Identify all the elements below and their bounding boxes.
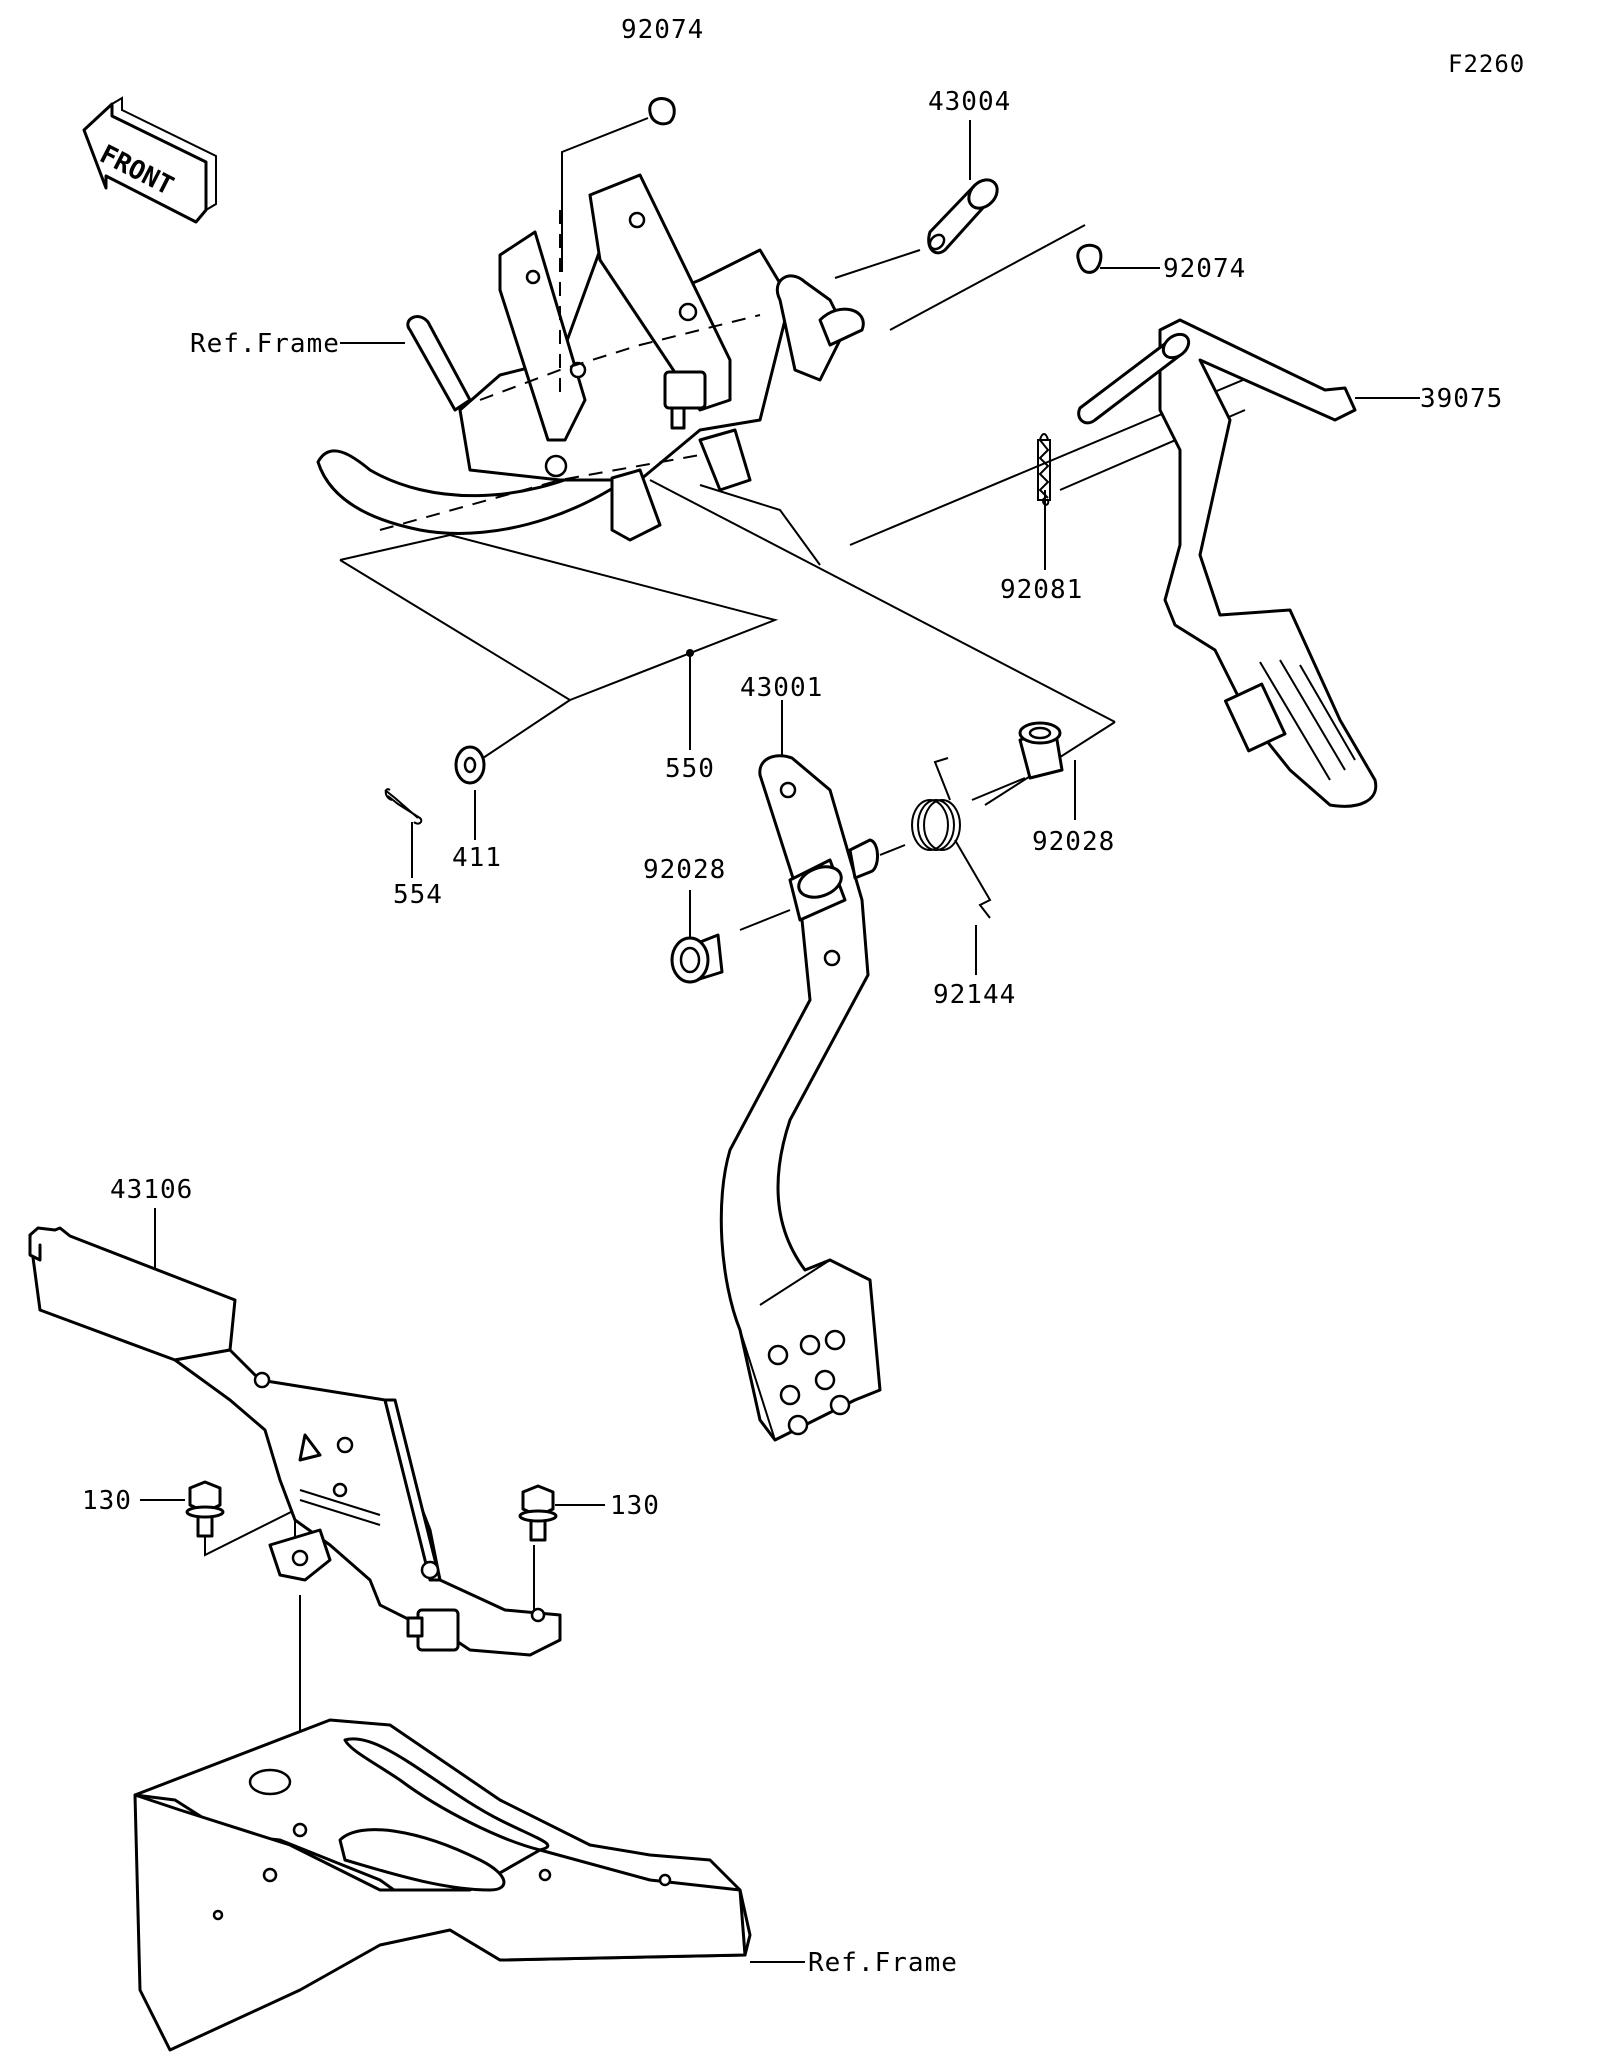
- pin-43004: [927, 178, 999, 255]
- label-92074-right: 92074: [1163, 254, 1246, 284]
- lower-frame: [133, 1718, 752, 2052]
- brake-pedal-43001: [719, 754, 882, 1442]
- label-92074-top: 92074: [621, 15, 704, 45]
- label-130-left: 130: [82, 1486, 132, 1516]
- accelerator-pedal-39075: [1077, 318, 1378, 808]
- label-92028-right: 92028: [1032, 827, 1115, 857]
- spring-92081: [1037, 433, 1051, 506]
- front-arrow-icon: FRONT: [82, 96, 217, 224]
- part-labels: 92074 43004 92074 39075 92081 Ref.Frame …: [82, 15, 1503, 1978]
- bushing-92028-right: [1018, 721, 1064, 780]
- label-92144: 92144: [933, 980, 1016, 1010]
- label-92028-left: 92028: [643, 855, 726, 885]
- cap-92074-right: [1076, 243, 1103, 274]
- cap-92074-top: [648, 97, 676, 126]
- label-43106: 43106: [110, 1175, 193, 1205]
- label-411: 411: [452, 843, 502, 873]
- spring-92144: [911, 757, 992, 919]
- label-ref-frame-top: Ref.Frame: [190, 329, 340, 359]
- bolt-130-right: [518, 1484, 558, 1542]
- label-43001: 43001: [740, 673, 823, 703]
- label-550: 550: [665, 754, 715, 784]
- label-43004: 43004: [928, 87, 1011, 117]
- label-39075: 39075: [1420, 384, 1503, 414]
- label-ref-frame-bottom: Ref.Frame: [808, 1948, 958, 1978]
- label-92081: 92081: [1000, 575, 1083, 605]
- parking-brake-lever-43106: [28, 1226, 562, 1657]
- washer-411: [454, 745, 486, 785]
- clip-554: [384, 788, 423, 825]
- pin-550: [686, 649, 694, 690]
- diagram-code: F2260: [1448, 50, 1525, 78]
- bushing-92028-left: [670, 933, 724, 984]
- pedal-bracket-frame: [316, 173, 865, 542]
- leader-lines: [140, 117, 1420, 1963]
- label-554: 554: [393, 880, 443, 910]
- label-130-right: 130: [610, 1491, 660, 1521]
- bolt-130-left: [185, 1480, 225, 1538]
